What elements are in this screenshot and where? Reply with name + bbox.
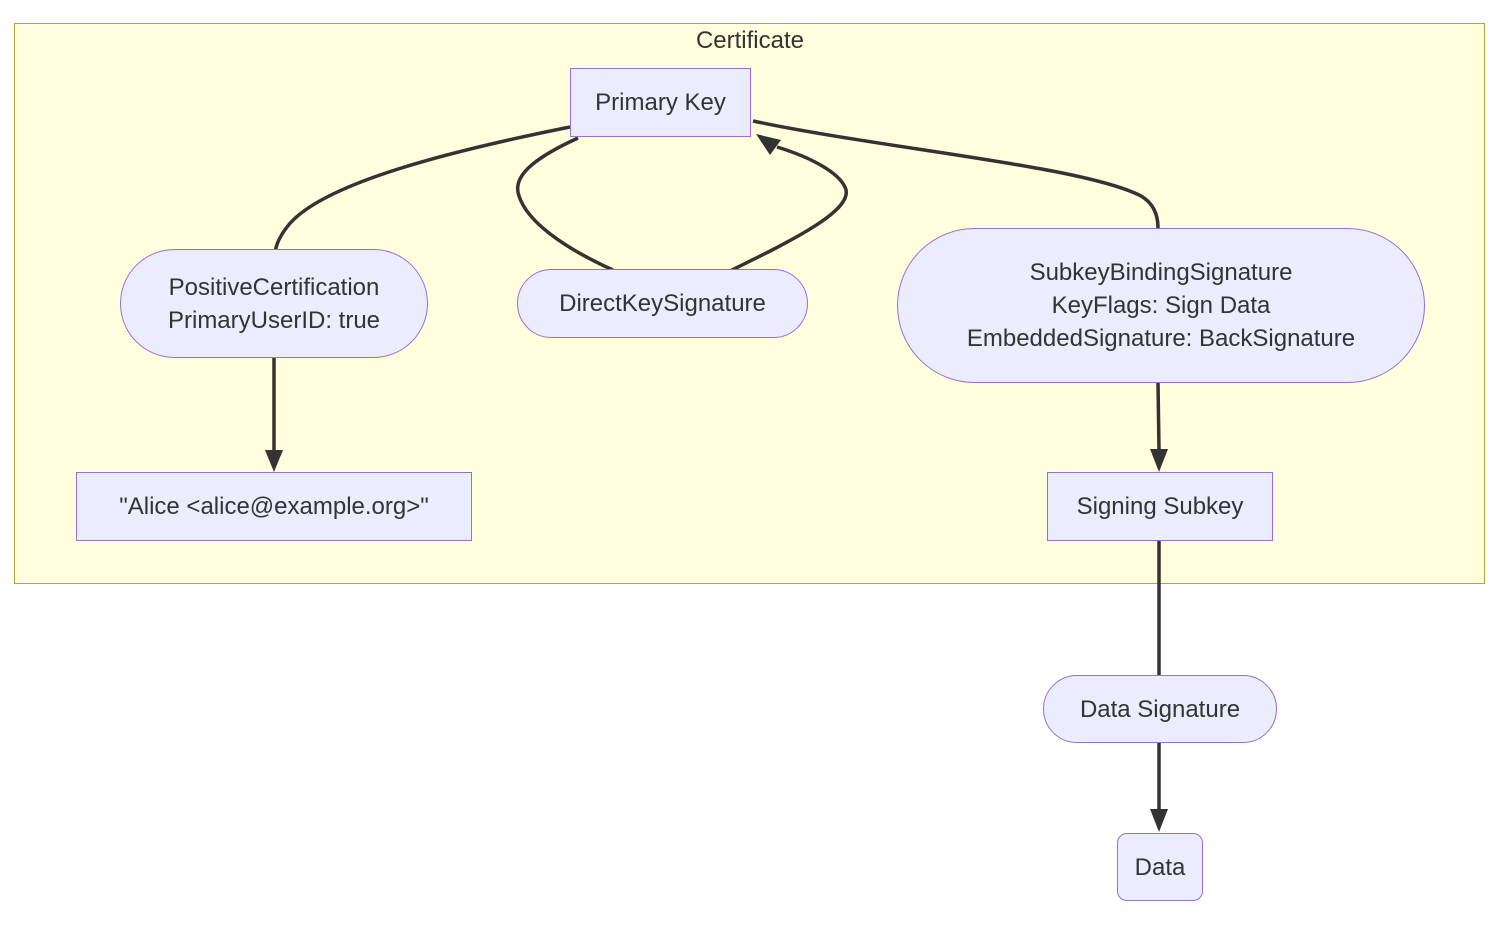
arrowhead-primarykey [756,134,781,155]
node-primary-key: Primary Key [570,68,751,137]
node-signing-subkey: Signing Subkey [1047,472,1273,541]
node-subkey-binding-signature-line-3: EmbeddedSignature: BackSignature [966,325,1356,352]
cluster-title: Certificate [695,27,805,54]
arrowhead-userid [265,450,283,472]
node-data: Data [1117,833,1203,901]
arrowhead-signingsubkey [1150,449,1168,472]
edge-subkeybindingsignature-primarykey [752,119,1160,229]
node-subkey-binding-signature-line-2: KeyFlags: Sign Data [1051,292,1271,319]
node-direct-key-signature: DirectKeySignature [517,269,808,338]
node-data-label: Data [1134,853,1186,881]
node-data-signature: Data Signature [1043,675,1277,743]
node-user-id-label: "Alice <alice@example.org>" [119,493,429,520]
node-signing-subkey-label: Signing Subkey [1076,493,1244,520]
node-positive-certification-line-2: PrimaryUserID: true [167,306,381,334]
arrowhead-data [1150,809,1168,832]
node-positive-certification: PositiveCertification PrimaryUserID: tru… [120,249,428,358]
edge-primarykey-positivecertification [273,125,571,254]
node-subkey-binding-signature: SubkeyBindingSignature KeyFlags: Sign Da… [897,228,1425,383]
node-user-id: "Alice <alice@example.org>" [76,472,472,541]
node-positive-certification-line-1: PositiveCertification [168,273,380,301]
node-direct-key-signature-label: DirectKeySignature [559,290,766,317]
edge-primarykey-directkeysignature [515,136,614,272]
edge-directkeysignature-primarykey [729,145,849,273]
node-subkey-binding-signature-line-1: SubkeyBindingSignature [1029,259,1293,286]
node-data-signature-label: Data Signature [1079,695,1241,723]
node-primary-key-label: Primary Key [595,89,726,116]
edge-subkeybindingsignature-signingsubkey [1156,382,1161,451]
